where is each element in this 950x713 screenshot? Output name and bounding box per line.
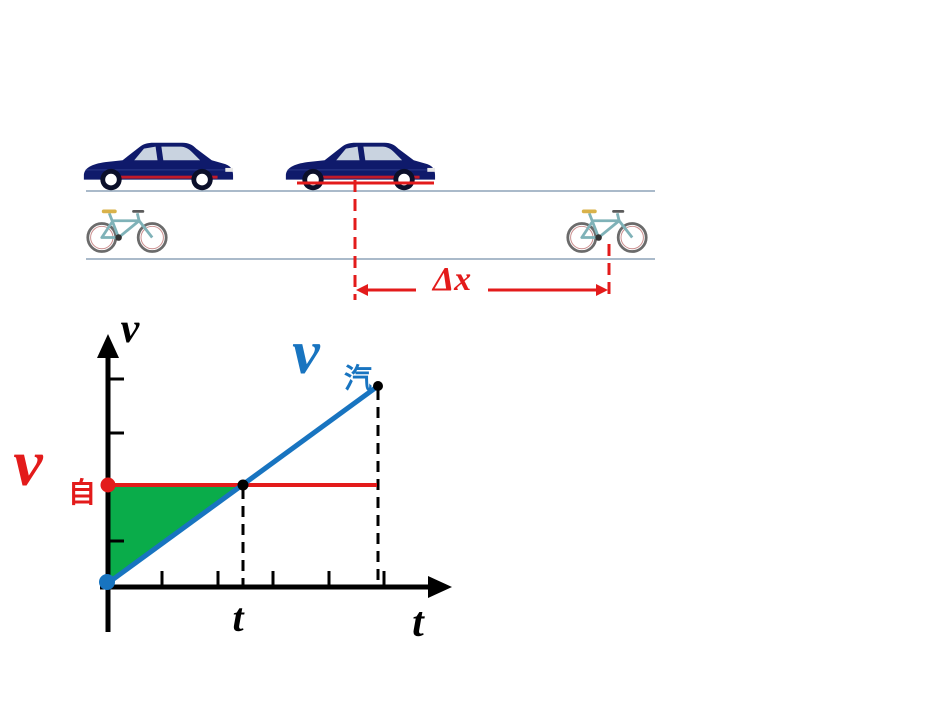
bike-start-point xyxy=(100,477,116,493)
v-axis-ticks xyxy=(108,377,124,543)
v-axis-arrowhead xyxy=(97,334,119,358)
delta-x-label: Δx xyxy=(431,261,471,298)
car-velocity-symbol: v xyxy=(292,319,321,387)
velocity-time-graph: v t t v 汽 v 自 xyxy=(13,306,452,646)
car-end-point xyxy=(373,381,383,391)
t-axis-ticks xyxy=(160,571,386,587)
t-axis-label: t xyxy=(412,600,425,646)
bike-velocity-subscript: 自 xyxy=(68,476,96,509)
car-velocity-subscript: 汽 xyxy=(344,362,372,395)
t-axis-arrowhead xyxy=(428,576,452,598)
delta-arrowhead-left xyxy=(356,284,368,296)
bicycle-icon xyxy=(565,209,649,254)
car-icon xyxy=(83,142,234,191)
v-axis-label: v xyxy=(121,306,141,352)
bicycle-icon xyxy=(85,209,169,254)
car-start-point xyxy=(99,574,115,590)
t-marker-label: t xyxy=(232,595,245,640)
road-scene: Δx xyxy=(83,142,655,300)
bike-velocity-symbol: v xyxy=(13,427,43,500)
intersection-point xyxy=(237,479,249,491)
delta-arrowhead-right xyxy=(596,284,608,296)
